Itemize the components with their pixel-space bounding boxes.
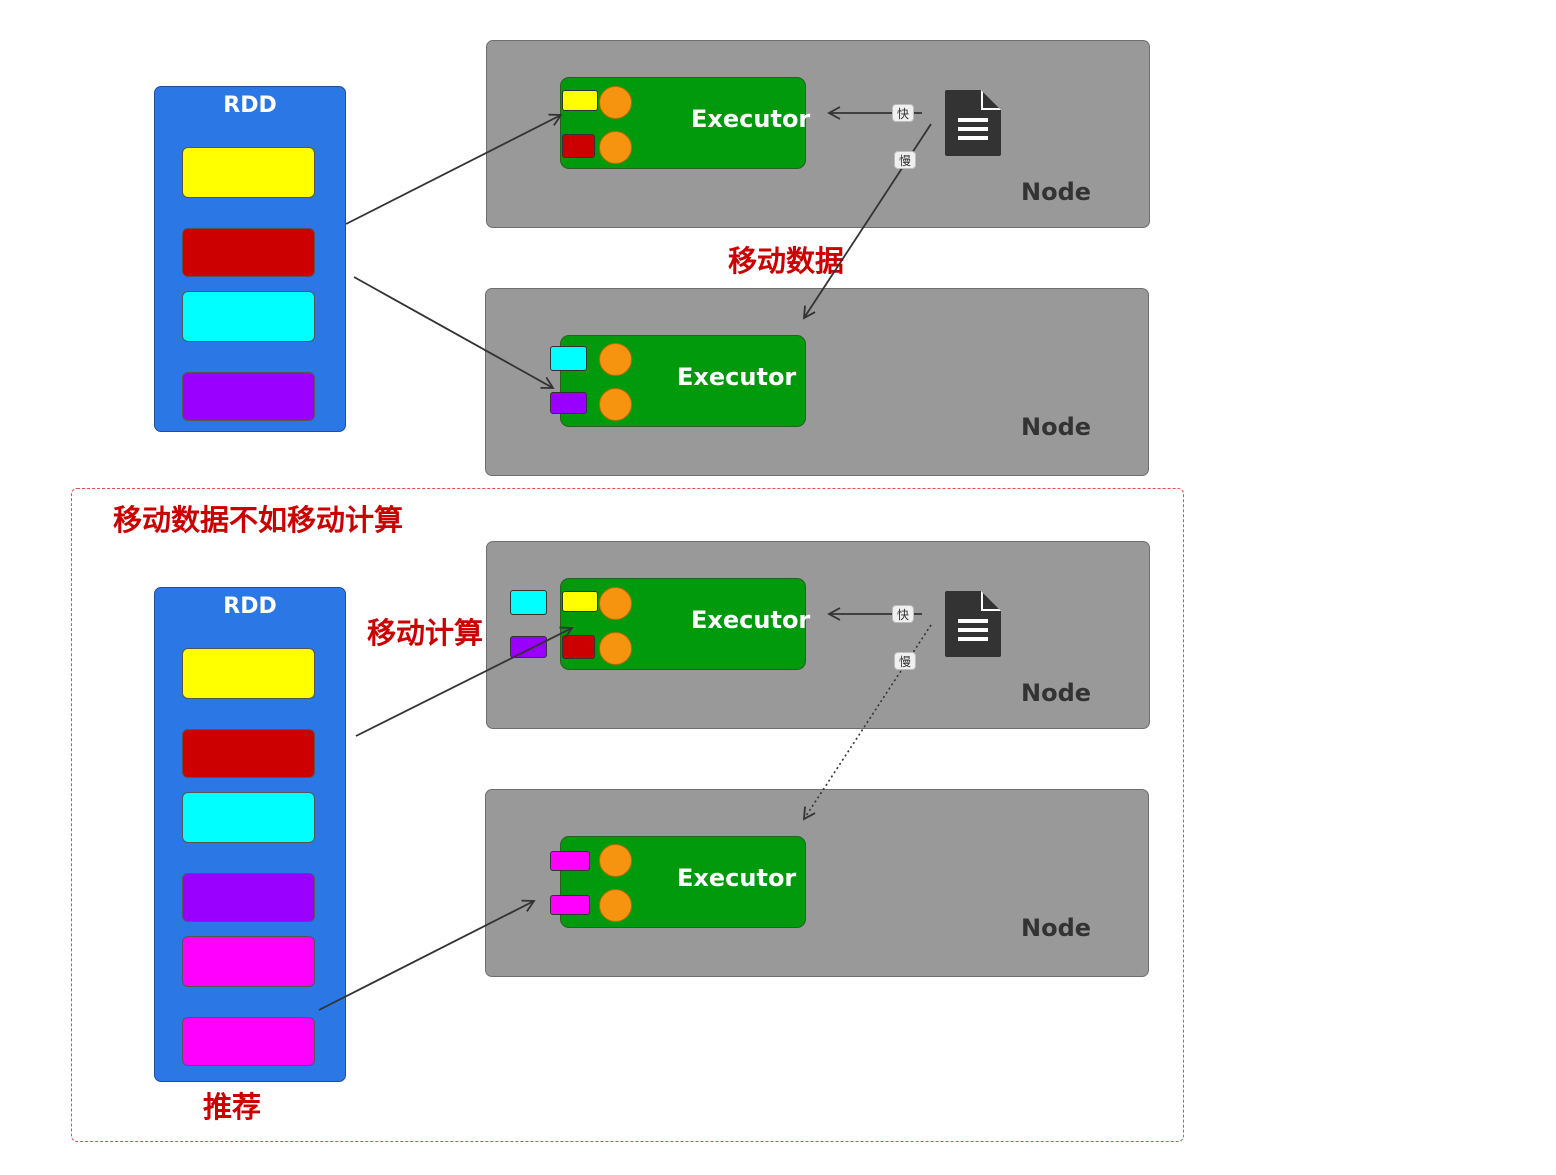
top-executor-2-task-1 xyxy=(599,343,632,376)
bottom-rdd-partition-magenta-2 xyxy=(182,1017,315,1066)
top-rdd-partition-purple xyxy=(182,372,315,421)
top-arrow-rdd-to-executor-1 xyxy=(345,113,563,225)
bottom-executor-2-task-1 xyxy=(599,844,632,877)
top-rdd-title: RDD xyxy=(223,93,277,118)
bottom-section-frame xyxy=(71,488,1184,1142)
bottom-executor-1-task-2 xyxy=(599,632,632,665)
top-slow-label-overlay: 慢 xyxy=(894,151,916,169)
top-rdd-partition-yellow xyxy=(182,147,315,198)
bottom-node-2-label: Node xyxy=(1021,914,1092,942)
top-executor-2-label: Executor xyxy=(677,363,797,391)
bottom-arrow-rdd-to-executor-1 xyxy=(355,626,574,737)
bottom-executor-1-chip-red xyxy=(562,635,595,659)
top-executor-2-task-2 xyxy=(599,388,632,421)
bottom-arrow-slow-dotted xyxy=(802,624,932,821)
top-executor-2-chip-purple xyxy=(550,392,587,414)
bottom-section-title: 移动数据不如移动计算 xyxy=(113,503,404,537)
top-arrow-rdd-to-executor-2 xyxy=(353,276,555,389)
top-rdd-partition-red xyxy=(182,228,315,277)
bottom-rdd-title: RDD xyxy=(223,594,277,619)
move-compute-label: 移动计算 xyxy=(367,616,484,650)
bottom-executor-2-chip-magenta-1 xyxy=(550,851,590,871)
top-executor-2-chip-cyan xyxy=(550,346,587,371)
bottom-executor-2-label: Executor xyxy=(677,864,797,892)
top-node-1-label: Node xyxy=(1021,178,1092,206)
top-node-2-label: Node xyxy=(1021,413,1092,441)
bottom-rdd-partition-yellow xyxy=(182,648,315,699)
bottom-executor-1-task-1 xyxy=(599,587,632,620)
top-executor-1-chip-red xyxy=(562,134,595,158)
top-move-data-label: 移动数据 xyxy=(728,244,845,278)
bottom-node-1-chip-purple xyxy=(510,636,547,658)
top-executor-1-chip-yellow xyxy=(562,90,598,111)
bottom-executor-2-chip-magenta-2 xyxy=(550,895,590,915)
top-executor-1-task-2 xyxy=(599,131,632,164)
document-icon xyxy=(945,591,1001,657)
bottom-executor-2-task-2 xyxy=(599,889,632,922)
bottom-rdd-partition-red xyxy=(182,729,315,778)
bottom-rdd-partition-magenta-1 xyxy=(182,936,315,987)
bottom-executor-1-label: Executor xyxy=(691,606,811,634)
bottom-rdd-partition-purple xyxy=(182,873,315,922)
bottom-executor-1-chip-yellow xyxy=(562,591,598,612)
bottom-rdd-partition-cyan xyxy=(182,792,315,843)
document-icon xyxy=(945,90,1001,156)
bottom-fast-label: 快 xyxy=(892,605,914,623)
bottom-node-1-chip-cyan xyxy=(510,590,547,615)
top-rdd-partition-cyan xyxy=(182,291,315,342)
top-executor-1-label: Executor xyxy=(691,105,811,133)
recommend-label: 推荐 xyxy=(203,1090,262,1124)
top-executor-1-task-1 xyxy=(599,86,632,119)
bottom-slow-label: 慢 xyxy=(894,652,916,670)
top-fast-label-overlay: 快 xyxy=(892,104,914,122)
bottom-arrow-rdd-to-executor-2 xyxy=(318,899,536,1011)
bottom-node-1-label: Node xyxy=(1021,679,1092,707)
